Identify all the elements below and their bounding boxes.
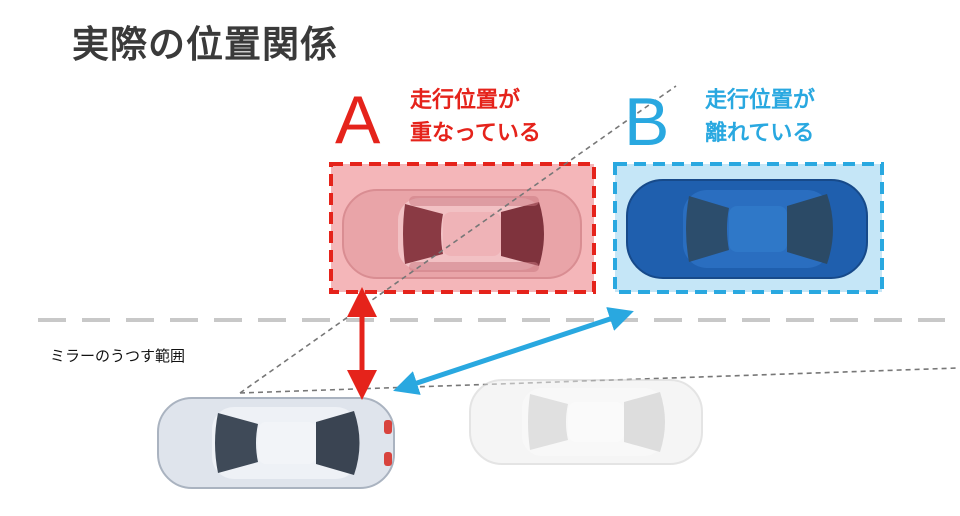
- mirror-range-label: ミラーのうつす範囲: [50, 347, 186, 365]
- caption-b: 走行位置が 離れている: [705, 84, 815, 150]
- caption-a: 走行位置が 重なっている: [410, 84, 541, 150]
- label-a: A: [335, 82, 381, 158]
- mirror-line-upper: [239, 85, 677, 394]
- caption-b-line1: 走行位置が: [705, 88, 816, 113]
- page-title: 実際の位置関係: [72, 23, 338, 66]
- car-a: [342, 189, 582, 279]
- caption-a-line1: 走行位置が: [410, 88, 521, 113]
- caption-a-line2: 重なっている: [410, 121, 541, 146]
- distance-arrow: [393, 307, 634, 395]
- label-b: B: [624, 84, 670, 160]
- caption-b-line2: 離れている: [705, 121, 815, 146]
- car-b: [626, 179, 868, 279]
- own-car: [157, 397, 395, 489]
- ghost-car: [469, 379, 703, 465]
